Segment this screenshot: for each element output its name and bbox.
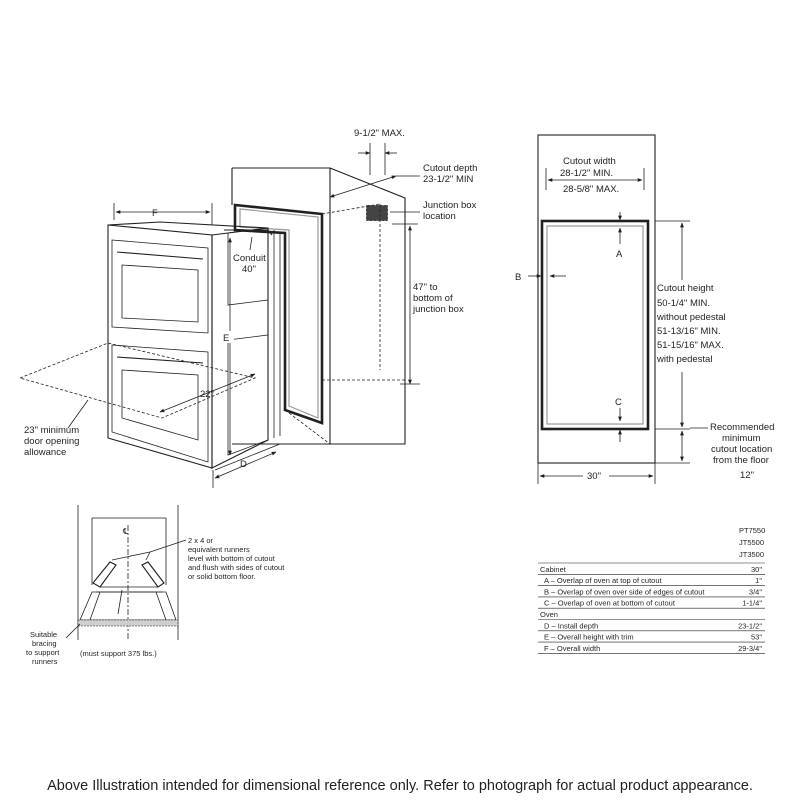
installation-diagram: 9-1/2" MAX. Cutout depth 23-1/2" MIN Jun… bbox=[18, 128, 774, 666]
junction-height-line2: bottom of bbox=[413, 293, 453, 304]
cutout-opening bbox=[540, 219, 650, 431]
model-1: PT7550 bbox=[739, 526, 765, 535]
label-c: C bbox=[615, 397, 622, 408]
cutout-height-line1: Cutout height bbox=[657, 283, 714, 294]
bracing-line1: Suitable bbox=[30, 630, 57, 639]
floor-note-line4: from the floor bbox=[713, 455, 769, 466]
junction-height-line3: junction box bbox=[412, 304, 464, 315]
table-row-label: F – Overall width bbox=[544, 644, 600, 653]
junction-box-mark bbox=[366, 205, 388, 221]
table-row-label: A – Overlap of oven at top of cutout bbox=[544, 576, 662, 585]
table-row-value: 30" bbox=[751, 565, 762, 574]
width-30: 30" bbox=[587, 471, 601, 482]
table-row-value: 1-1/4" bbox=[742, 599, 762, 608]
door-allowance-line1: 23" minimum bbox=[24, 425, 79, 436]
bracing-line2: bracing bbox=[32, 639, 57, 648]
conduit-label: Conduit bbox=[233, 253, 266, 264]
cutout-depth-value: 23-1/2" MIN bbox=[423, 174, 474, 185]
floor-note-line1: Recommended bbox=[710, 422, 774, 433]
label-e: E bbox=[223, 333, 229, 344]
table-row-value: 53" bbox=[751, 633, 762, 642]
cutout-height-line5: 51-15/16" MAX. bbox=[657, 340, 724, 351]
model-2: JT5500 bbox=[739, 538, 764, 547]
label-f: F bbox=[152, 208, 158, 219]
runner-note-line4: and flush with sides of cutout bbox=[188, 563, 285, 572]
cabinet-enclosure bbox=[214, 167, 406, 471]
isometric-install-view: 9-1/2" MAX. Cutout depth 23-1/2" MIN Jun… bbox=[18, 128, 477, 488]
centerline-symbol: ℄ bbox=[122, 527, 129, 536]
door-allowance-line3: allowance bbox=[24, 447, 66, 458]
cutout-height-line4: 51-13/16" MIN. bbox=[657, 326, 721, 337]
table-row-label: C – Overlap of oven at bottom of cutout bbox=[544, 599, 676, 608]
table-rows: Cabinet 30" A – Overlap of oven at top of … bbox=[538, 562, 765, 654]
bracing-line3: to support bbox=[26, 648, 60, 657]
floor-note-line2: minimum bbox=[722, 433, 761, 444]
runner-detail-view: ℄ 2 x 4 or equivalent runners level with… bbox=[26, 505, 285, 666]
runner-note-line1: 2 x 4 or bbox=[188, 536, 214, 545]
table-row-label: E – Overall height with trim bbox=[544, 633, 634, 642]
runner-note-line2: equivalent runners bbox=[188, 545, 250, 554]
table-row-value: 3/4" bbox=[749, 587, 762, 596]
runner-note-line5: or solid bottom floor. bbox=[188, 572, 256, 581]
cabinet-front-outline bbox=[537, 134, 656, 464]
conduit-length: 40" bbox=[242, 264, 256, 275]
bracing-line4: runners bbox=[32, 657, 58, 666]
runner-note-line3: level with bottom of cutout bbox=[188, 554, 276, 563]
cutout-width-title: Cutout width bbox=[563, 156, 616, 167]
front-cutout-view: Cutout width 28-1/2" MIN. 28-5/8" MAX. A… bbox=[515, 134, 774, 484]
label-a: A bbox=[616, 249, 623, 260]
junction-box-label: Junction box bbox=[423, 200, 477, 211]
cutout-frame bbox=[233, 203, 324, 425]
footer-disclaimer: Above Illustration intended for dimensio… bbox=[47, 778, 753, 794]
floor-note-line3: cutout location bbox=[711, 444, 772, 455]
table-row-label: D – Install depth bbox=[544, 621, 598, 630]
door-allowance-line2: door opening bbox=[24, 436, 79, 447]
table-row-value: 1" bbox=[755, 576, 762, 585]
must-support-note: (must support 375 lbs.) bbox=[80, 649, 157, 658]
table-row-value: 29-3/4" bbox=[738, 644, 762, 653]
cutout-width-max: 28-5/8" MAX. bbox=[563, 184, 619, 195]
cutout-height-line6: with pedestal bbox=[656, 354, 712, 365]
cutout-height-line3: without pedestal bbox=[656, 312, 726, 323]
table-row-label: Cabinet bbox=[540, 565, 567, 574]
label-b: B bbox=[515, 272, 521, 283]
dim-22: 22" bbox=[200, 389, 214, 400]
junction-height-line1: 47" to bbox=[413, 282, 438, 293]
door-opening-allowance bbox=[18, 342, 257, 419]
spec-table: PT7550 JT5500 JT3500 Cabinet 30" A – Overl… bbox=[538, 526, 765, 654]
cutout-width-min: 28-1/2" MIN. bbox=[560, 168, 613, 179]
cutout-depth-label: Cutout depth bbox=[423, 163, 477, 174]
dim-9-1-2-max: 9-1/2" MAX. bbox=[354, 128, 405, 139]
table-row-label: B – Overlap of oven over side of edges o… bbox=[544, 587, 705, 596]
junction-box-location: location bbox=[423, 211, 456, 222]
table-row-label: Oven bbox=[540, 610, 558, 619]
table-row-value: 23-1/2" bbox=[738, 621, 762, 630]
label-d: D bbox=[240, 459, 247, 470]
floor-value: 12" bbox=[740, 470, 754, 481]
cutout-height-line2: 50-1/4" MIN. bbox=[657, 298, 710, 309]
model-3: JT3500 bbox=[739, 550, 764, 559]
